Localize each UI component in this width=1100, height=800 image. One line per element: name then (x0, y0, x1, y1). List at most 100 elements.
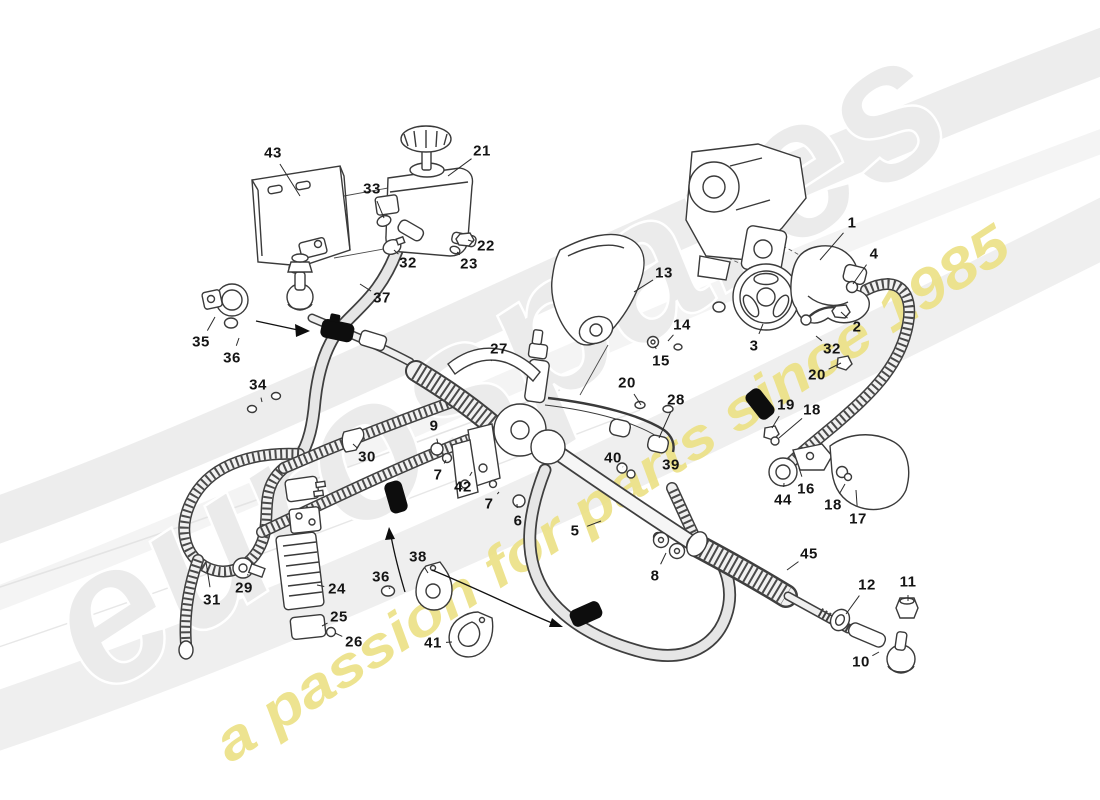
tie-rod-end-10 (886, 631, 916, 674)
callout-20: 20 (618, 374, 636, 392)
callout-14: 14 (673, 316, 691, 334)
callout-24: 24 (328, 580, 346, 598)
fitment-arrows (255, 320, 563, 627)
callout-30: 30 (358, 448, 376, 466)
callout-43: 43 (264, 144, 282, 162)
leader-line-7 (443, 459, 447, 464)
callout-36: 36 (223, 349, 241, 367)
clip-30 (341, 427, 365, 453)
clamp-32 (382, 235, 406, 255)
callout-10: 10 (852, 653, 870, 671)
callout-17: 17 (849, 510, 867, 528)
callout-15: 15 (652, 352, 670, 370)
banjo-4 (845, 280, 859, 294)
callout-21: 21 (473, 142, 491, 160)
locknut-12 (829, 608, 851, 632)
washer-7 (441, 452, 453, 464)
leader-line-20 (828, 362, 842, 370)
nut-22 (455, 232, 475, 247)
nut-20 (836, 355, 853, 371)
bracket-arm-27 (447, 347, 541, 383)
callout-25: 25 (330, 608, 348, 626)
callout-37: 37 (373, 289, 391, 307)
leader-line-23 (456, 251, 461, 256)
leader-line-19 (771, 415, 780, 429)
callout-32: 32 (399, 254, 417, 272)
leader-line-5 (586, 520, 602, 527)
callout-33: 33 (363, 180, 381, 198)
callout-35: 35 (192, 333, 210, 351)
diagram-line-art (179, 125, 919, 674)
callout-18: 18 (803, 401, 821, 419)
rollers-8 (652, 531, 686, 560)
callout-31: 31 (203, 591, 221, 609)
callout-45: 45 (800, 545, 818, 563)
leader-line-15 (654, 345, 657, 350)
callout-1: 1 (847, 214, 857, 232)
leader-line-16 (798, 467, 803, 477)
leader-line-35 (206, 316, 216, 331)
callout-18: 18 (824, 496, 842, 514)
leader-line-18 (778, 418, 803, 439)
leader-line-36 (235, 337, 240, 346)
leader-line-32 (393, 249, 399, 255)
leader-line-43 (279, 163, 301, 197)
bellows-45 (698, 546, 786, 596)
union-2 (831, 304, 851, 319)
support-bracket (763, 425, 910, 511)
leader-line-45 (786, 561, 799, 571)
leader-lines (205, 158, 909, 657)
leader-line-4 (852, 264, 867, 285)
leader-line-27 (490, 359, 493, 362)
callout-16: 16 (797, 480, 815, 498)
callout-39: 39 (662, 456, 680, 474)
bolt-36 (223, 317, 239, 329)
leader-line-24 (316, 584, 325, 587)
nut-9 (430, 442, 444, 456)
nut-11 (895, 597, 919, 619)
bolt-14-washer-15 (646, 335, 683, 351)
leader-line-28 (658, 411, 672, 439)
callout-22: 22 (477, 237, 495, 255)
callout-27: 27 (490, 340, 508, 358)
leader-line-18 (839, 483, 846, 494)
callout-29: 29 (235, 579, 253, 597)
leader-line-10 (872, 651, 880, 657)
callout-4: 4 (869, 245, 879, 263)
leader-line-25 (321, 622, 328, 627)
leader-line-3 (758, 323, 764, 335)
pump-1 (790, 245, 870, 326)
callout-13: 13 (655, 264, 673, 282)
leader-line-32 (815, 335, 823, 342)
tie-rod-end-left (286, 253, 314, 311)
callout-41: 41 (424, 634, 442, 652)
bolt-36b (380, 585, 396, 597)
callout-26: 26 (345, 633, 363, 651)
callout-3: 3 (749, 337, 759, 355)
leader-line-2 (840, 311, 848, 319)
callout-12: 12 (858, 576, 876, 594)
callout-38: 38 (409, 548, 427, 566)
leader-line-33 (376, 200, 385, 219)
studs-34 (246, 391, 282, 414)
callout-20: 20 (808, 366, 826, 384)
washer-18 (770, 436, 780, 446)
clip-33 (376, 215, 392, 227)
leader-line-9 (436, 438, 439, 445)
leader-line-17 (855, 489, 858, 507)
callout-44: 44 (774, 491, 792, 509)
leader-line-21 (447, 158, 472, 177)
leader-line-1 (819, 232, 844, 261)
leader-line-34 (260, 397, 263, 403)
callout-32: 32 (823, 340, 841, 358)
leader-line-20 (633, 393, 642, 406)
leader-line-22 (467, 239, 474, 243)
leader-line-13 (633, 279, 654, 293)
callout-9: 9 (429, 417, 439, 435)
leader-line-12 (845, 595, 860, 615)
leader-line-36 (388, 587, 391, 590)
leader-line-30 (352, 443, 358, 449)
callout-2: 2 (852, 318, 862, 336)
leader-line-42 (469, 471, 473, 477)
